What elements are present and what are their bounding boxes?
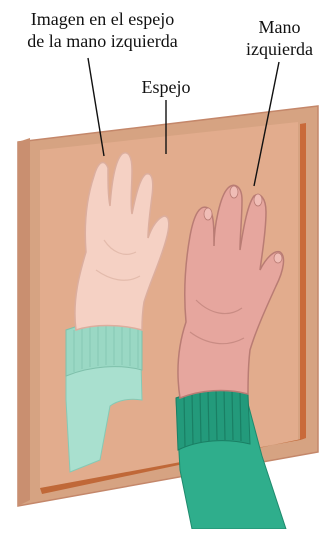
mirror-icon <box>18 106 318 506</box>
label-mirror-image-line2: de la mano izquierda <box>0 30 205 52</box>
label-left-hand-line2: izquierda <box>232 38 327 60</box>
mirror-side <box>18 138 30 506</box>
green-cuff <box>176 389 250 450</box>
label-mirror: Espejo <box>126 76 206 98</box>
mirror-inner-groove-right <box>300 123 306 440</box>
label-mirror-image: Imagen en el espejo de la mano izquierda <box>0 8 205 52</box>
label-mirror-image-line1: Imagen en el espejo <box>0 8 205 30</box>
label-left-hand-line1: Mano <box>232 16 327 38</box>
label-left-hand: Mano izquierda <box>232 16 327 60</box>
